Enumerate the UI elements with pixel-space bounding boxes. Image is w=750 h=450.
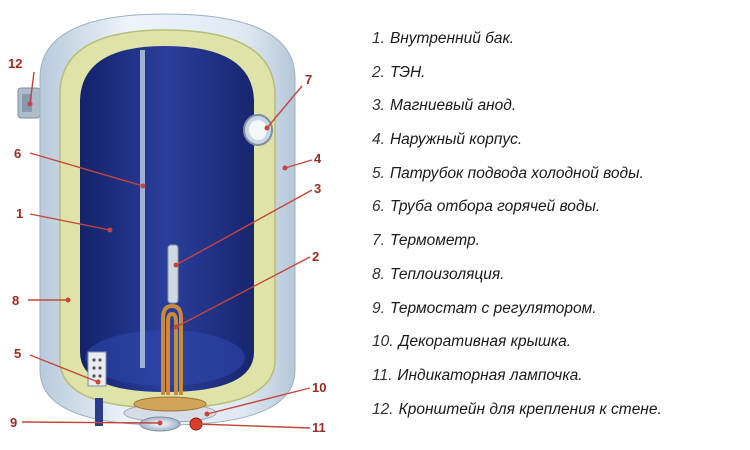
legend-text: Патрубок подвода холодной воды.	[390, 165, 644, 182]
legend-item: 9. Термостат с регулятором.	[372, 292, 748, 326]
legend-number: 8.	[372, 266, 385, 283]
callout-6: 6	[14, 146, 21, 161]
callout-1: 1	[16, 206, 23, 221]
legend-number: 3.	[372, 97, 385, 114]
legend-number: 4.	[372, 131, 385, 148]
legend-item: 7. Термометр.	[372, 224, 748, 258]
legend-item: 10. Декоративная крышка.	[372, 325, 748, 359]
legend-item: 1. Внутренний бак.	[372, 22, 748, 56]
legend-number: 11.	[372, 367, 392, 384]
legend-number: 1.	[372, 30, 385, 47]
hot-water-pipe	[140, 50, 145, 368]
callout-3: 3	[314, 181, 321, 196]
legend-number: 12.	[372, 401, 394, 418]
legend-item: 12. Кронштейн для крепления к стене.	[372, 393, 748, 427]
legend-text: Магниевый анод.	[390, 97, 516, 114]
bottom-pipe	[95, 398, 103, 426]
legend-text: Внутренний бак.	[390, 30, 514, 47]
legend-item: 11. Индикаторная лампочка.	[372, 359, 748, 393]
legend-text: Теплоизоляция.	[390, 266, 505, 283]
callout-7: 7	[305, 72, 312, 87]
callout-10: 10	[312, 380, 326, 395]
legend-text: ТЭН.	[390, 64, 426, 81]
callout-11: 11	[312, 420, 326, 435]
callout-5: 5	[14, 346, 21, 361]
legend-number: 2.	[372, 64, 385, 81]
legend-number: 6.	[372, 198, 385, 215]
magnesium-anode	[168, 245, 178, 303]
legend-number: 7.	[372, 232, 385, 249]
callout-9: 9	[10, 415, 17, 430]
legend-text: Труба отбора горячей воды.	[390, 198, 600, 215]
legend-text: Декоративная крышка.	[399, 333, 572, 350]
legend-number: 9.	[372, 300, 385, 317]
callout-12: 12	[8, 56, 22, 71]
legend-item: 2. ТЭН.	[372, 56, 748, 90]
legend-text: Кронштейн для крепления к стене.	[399, 401, 662, 418]
water-heater-diagram: 12 6 1 8 5 9 7 4 3 2 10 11	[0, 0, 370, 450]
legend-list: 1. Внутренний бак. 2. ТЭН. 3. Магниевый ано…	[372, 22, 748, 426]
legend-text: Индикаторная лампочка.	[397, 367, 582, 384]
legend-number: 5.	[372, 165, 385, 182]
legend-item: 8. Теплоизоляция.	[372, 258, 748, 292]
legend-text: Термостат с регулятором.	[390, 300, 597, 317]
legend-item: 5. Патрубок подвода холодной воды.	[372, 157, 748, 191]
legend-item: 6. Труба отбора горячей воды.	[372, 190, 748, 224]
callout-2: 2	[312, 249, 319, 264]
callout-8: 8	[12, 293, 19, 308]
legend-item: 3. Магниевый анод.	[372, 89, 748, 123]
legend-text: Наружный корпус.	[390, 131, 522, 148]
legend-text: Термометр.	[390, 232, 480, 249]
legend-number: 10.	[372, 333, 394, 350]
callout-4: 4	[314, 151, 322, 166]
legend-item: 4. Наружный корпус.	[372, 123, 748, 157]
